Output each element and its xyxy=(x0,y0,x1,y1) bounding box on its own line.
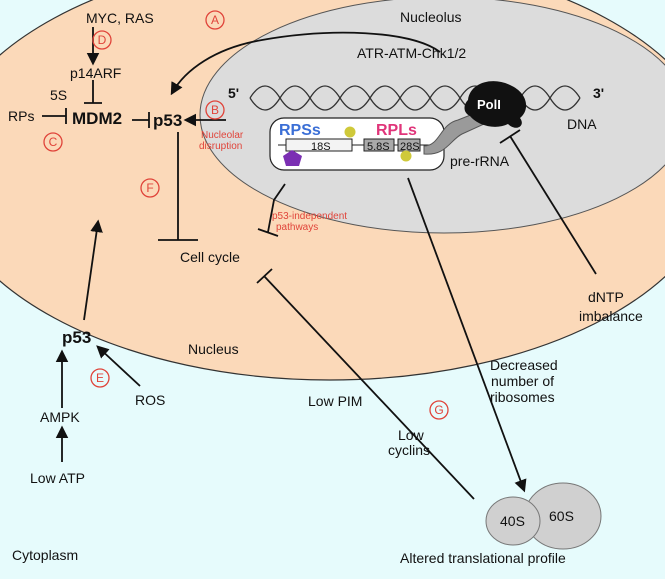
label-three-prime: 3' xyxy=(593,85,604,101)
label-p53-top: p53 xyxy=(153,111,182,130)
nucleolus-region xyxy=(199,0,665,234)
svg-text:A: A xyxy=(211,13,219,27)
label-decreased-3: ribosomes xyxy=(490,389,555,405)
label-nucleolar-2: disruption xyxy=(199,141,242,152)
svg-text:F: F xyxy=(146,181,153,195)
svg-text:E: E xyxy=(96,371,104,385)
label-atr: ATR-ATM-Chk1/2 xyxy=(357,45,466,61)
segment-18s xyxy=(285,138,353,152)
label-18s: 18S xyxy=(311,141,331,153)
label-low-cyclins-1: Low xyxy=(398,427,425,443)
inhibit-nucleolus-cellcycle-bar xyxy=(257,228,279,237)
label-rpls: RPLs xyxy=(376,122,417,139)
svg-text:B: B xyxy=(211,103,219,117)
label-ampk: AMPK xyxy=(40,409,80,425)
label-rps: RPs xyxy=(8,108,34,124)
label-p53-independent-2: pathways xyxy=(276,222,318,233)
inhibit-dntp-poli xyxy=(509,135,597,275)
marker-c: C xyxy=(43,132,63,152)
label-5-8s: 5.8S xyxy=(367,141,390,153)
label-5s: 5S xyxy=(50,87,67,103)
ribosome-40s xyxy=(485,496,541,546)
label-low-atp: Low ATP xyxy=(30,470,85,486)
label-dntp-2: imbalance xyxy=(579,308,643,324)
label-dntp-1: dNTP xyxy=(588,289,624,305)
label-decreased-2: number of xyxy=(491,373,554,389)
label-rpss: RPSs xyxy=(279,122,321,139)
segment-5-8s xyxy=(363,138,395,152)
yellow-dot-1 xyxy=(344,126,356,138)
label-low-cyclins-2: cyclins xyxy=(388,442,430,458)
label-nucleolus: Nucleolus xyxy=(400,9,461,25)
label-60s: 60S xyxy=(549,508,574,524)
label-pre-rrna: pre-rRNA xyxy=(450,153,510,169)
svg-text:G: G xyxy=(434,403,443,417)
label-cytoplasm: Cytoplasm xyxy=(12,547,78,563)
marker-b: B xyxy=(205,100,225,120)
label-myc-ras: MYC, RAS xyxy=(86,10,154,26)
label-40s: 40S xyxy=(500,513,525,529)
inhibit-nucleolus-cellcycle xyxy=(267,183,286,233)
label-p53-independent-1: p53-independent xyxy=(272,211,347,222)
label-decreased-1: Decreased xyxy=(490,357,558,373)
label-five-prime: 5' xyxy=(228,85,239,101)
purple-pentagon xyxy=(283,150,302,166)
arrow-p53-to-nucleus xyxy=(83,219,103,321)
yellow-dot-2 xyxy=(400,150,412,162)
inhibit-cyclins-cellcycle-bar xyxy=(256,268,273,284)
inhibit-cyclins-cellcycle xyxy=(263,275,475,500)
inhibit-dntp-poli-bar xyxy=(499,129,521,144)
label-poli: PolI xyxy=(477,97,501,112)
marker-g: G xyxy=(429,400,449,420)
label-cell-cycle: Cell cycle xyxy=(180,249,240,265)
segment-28s xyxy=(397,138,421,152)
marker-d: D xyxy=(92,30,112,50)
label-p14arf: p14ARF xyxy=(70,65,121,81)
marker-e: E xyxy=(90,368,110,388)
poli-body xyxy=(464,81,527,128)
svg-text:C: C xyxy=(49,135,58,149)
label-28s: 28S xyxy=(400,141,420,153)
label-altered-profile: Altered translational profile xyxy=(400,550,566,566)
marker-a: A xyxy=(205,10,225,30)
arrow-atr-to-p53 xyxy=(170,31,441,96)
label-dna: DNA xyxy=(567,116,597,132)
arrow-prerrna-to-ribosome xyxy=(407,177,527,493)
arrow-ros-to-p53 xyxy=(96,345,141,387)
label-p53-bottom: p53 xyxy=(62,328,91,347)
label-nucleolar-1: Nucleolar xyxy=(201,130,244,141)
label-low-pim: Low PIM xyxy=(308,393,362,409)
marker-f: F xyxy=(140,178,160,198)
svg-text:D: D xyxy=(98,33,107,47)
label-ros: ROS xyxy=(135,392,165,408)
label-nucleus: Nucleus xyxy=(188,341,239,357)
label-mdm2: MDM2 xyxy=(72,109,122,128)
